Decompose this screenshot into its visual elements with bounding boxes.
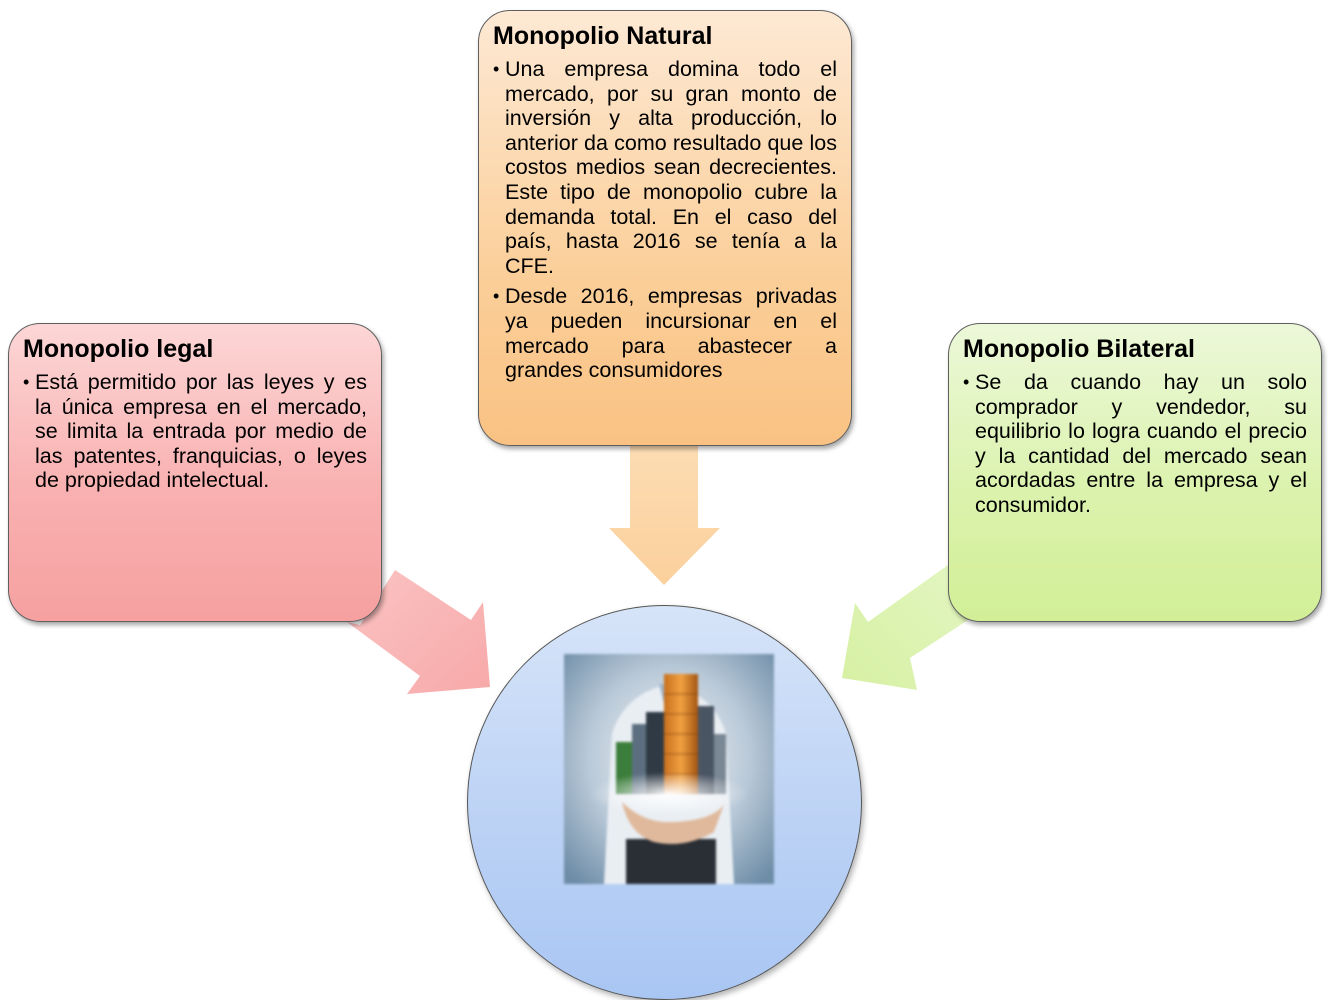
monopolio-natural-list: Una empresa domina todo el mercado, por … xyxy=(493,57,837,383)
arrow-bilateral xyxy=(842,565,968,690)
monopolio-natural-title: Monopolio Natural xyxy=(493,22,713,50)
monopolio-legal-title: Monopolio legal xyxy=(23,335,214,363)
center-circle xyxy=(467,605,862,1000)
businessman-holding-city-image xyxy=(564,654,774,884)
monopolio-legal-bullet: Está permitido por las leyes y es la úni… xyxy=(23,370,367,493)
monopolio-bilateral-bullet: Se da cuando hay un solo comprador y ven… xyxy=(963,370,1307,518)
monopolio-bilateral-box: Monopolio Bilateral Se da cuando hay un … xyxy=(948,323,1322,622)
monopolio-natural-box: Monopolio Natural Una empresa domina tod… xyxy=(478,10,852,446)
arrow-natural xyxy=(609,446,720,585)
monopolio-natural-bullet: Desde 2016, empresas privadas ya pueden … xyxy=(493,284,837,382)
monopolio-bilateral-list: Se da cuando hay un solo comprador y ven… xyxy=(963,370,1307,518)
monopolio-bilateral-title: Monopolio Bilateral xyxy=(963,335,1195,363)
monopolio-natural-bullet: Una empresa domina todo el mercado, por … xyxy=(493,57,837,278)
monopolio-legal-box: Monopolio legal Está permitido por las l… xyxy=(8,323,382,622)
arrow-legal xyxy=(347,570,490,694)
monopolio-legal-list: Está permitido por las leyes y es la úni… xyxy=(23,370,367,493)
